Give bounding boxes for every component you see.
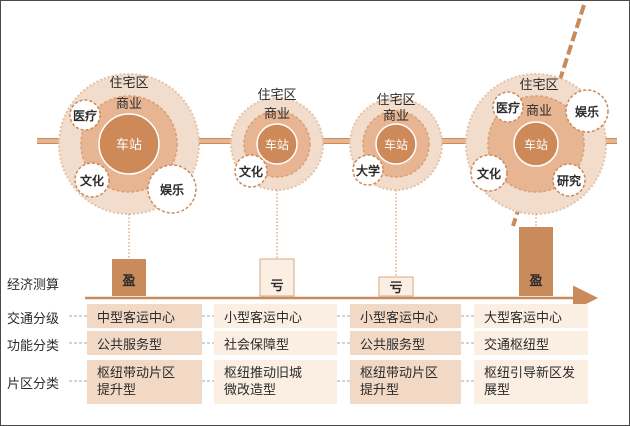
medical-bubble bbox=[492, 91, 524, 123]
profit-label: 盈 bbox=[528, 274, 542, 289]
traffic-cell: 小型客运中心 bbox=[350, 304, 461, 328]
station-label: 车站 bbox=[116, 137, 142, 153]
row-connectors bbox=[69, 315, 474, 382]
entertainment-bubble bbox=[147, 164, 197, 214]
culture-label: 文化 bbox=[477, 166, 501, 181]
district-cell: 枢纽推动旧城 微改造型 bbox=[214, 360, 337, 404]
function-cell: 公共服务型 bbox=[350, 331, 461, 355]
station-2: 住宅区 商业 车站 文化 bbox=[230, 88, 324, 191]
commercial-label: 商业 bbox=[264, 107, 290, 122]
entertainment-label: 娱乐 bbox=[575, 104, 599, 119]
commercial-label: 商业 bbox=[526, 104, 552, 119]
profit-bar bbox=[519, 227, 553, 296]
culture-label: 文化 bbox=[239, 164, 263, 179]
loss-label: 亏 bbox=[389, 281, 402, 296]
medical-label: 医疗 bbox=[73, 108, 97, 123]
university-label: 大学 bbox=[356, 163, 380, 178]
function-cell: 公共服务型 bbox=[87, 331, 202, 355]
district-line: 提升型 bbox=[97, 383, 137, 398]
profit-bar bbox=[112, 259, 146, 296]
commercial-label: 商业 bbox=[116, 97, 142, 112]
district-line: 枢纽带动片区 bbox=[97, 366, 176, 381]
district-line: 枢纽推动旧城 bbox=[224, 366, 303, 381]
loss-label: 亏 bbox=[270, 279, 283, 294]
traffic-cell: 小型客运中心 bbox=[214, 304, 337, 328]
district-line: 提升型 bbox=[360, 383, 400, 398]
residential-label: 住宅区 bbox=[519, 78, 558, 93]
drop-lines bbox=[128, 190, 537, 277]
profit-label: 盈 bbox=[121, 274, 135, 289]
commercial-label: 商业 bbox=[383, 109, 409, 124]
district-cell: 枢纽带动片区 提升型 bbox=[350, 360, 461, 404]
economy-bars: 盈 亏 亏 盈 bbox=[112, 227, 553, 297]
district-cell: 枢纽引导新区发 展型 bbox=[474, 360, 588, 404]
district-row-label: 片区分类 bbox=[7, 377, 60, 392]
culture-bubble bbox=[74, 162, 110, 198]
district-line: 枢纽带动片区 bbox=[360, 366, 439, 381]
traffic-cell: 大型客运中心 bbox=[474, 304, 588, 328]
function-row-label: 功能分类 bbox=[7, 339, 60, 354]
station-4: 住宅区 商业 车站 医疗 娱乐 文化 研究 bbox=[465, 73, 609, 215]
district-line: 微改造型 bbox=[224, 383, 277, 398]
culture-label: 文化 bbox=[80, 173, 104, 188]
district-cell: 枢纽带动片区 提升型 bbox=[87, 360, 202, 404]
loss-bar bbox=[259, 258, 295, 297]
station-core bbox=[375, 123, 417, 165]
station-label: 车站 bbox=[384, 137, 408, 152]
entertainment-bubble bbox=[565, 89, 609, 133]
medical-bubble bbox=[69, 99, 101, 131]
economy-row-label: 经济测算 bbox=[7, 278, 60, 293]
culture-bubble bbox=[234, 154, 268, 188]
station-1: 住宅区 商业 车站 医疗 文化 娱乐 bbox=[58, 73, 200, 215]
residential-label: 住宅区 bbox=[109, 76, 148, 91]
culture-bubble bbox=[470, 154, 508, 192]
station-core bbox=[256, 123, 298, 165]
research-label: 研究 bbox=[557, 173, 581, 188]
station-label: 车站 bbox=[524, 137, 548, 152]
medical-label: 医疗 bbox=[496, 100, 520, 115]
residential-label: 住宅区 bbox=[257, 88, 296, 103]
station-3: 住宅区 商业 车站 大学 bbox=[349, 93, 443, 191]
district-line: 枢纽引导新区发 bbox=[484, 366, 576, 381]
station-label: 车站 bbox=[265, 137, 289, 152]
traffic-cell: 中型客运中心 bbox=[87, 304, 202, 328]
station-core bbox=[98, 113, 160, 175]
entertainment-label: 娱乐 bbox=[160, 182, 184, 197]
district-line: 展型 bbox=[484, 383, 511, 398]
function-cell: 交通枢纽型 bbox=[474, 331, 588, 355]
function-cell: 社会保障型 bbox=[214, 331, 337, 355]
university-bubble bbox=[352, 154, 384, 186]
residential-label: 住宅区 bbox=[376, 93, 415, 108]
loss-bar bbox=[378, 276, 414, 297]
traffic-row-label: 交通分级 bbox=[7, 312, 60, 327]
station-core bbox=[513, 121, 559, 167]
research-bubble bbox=[552, 163, 586, 197]
